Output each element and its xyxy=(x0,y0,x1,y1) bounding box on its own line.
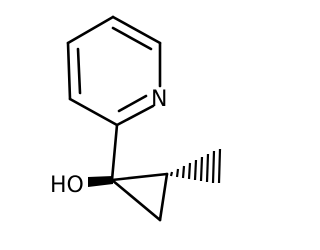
bond-carbinol-ch2 xyxy=(110,178,162,222)
hash-bond-methyl xyxy=(169,148,222,184)
bond-c5-c6 xyxy=(111,15,162,45)
bond-c3-c4 xyxy=(66,41,72,101)
cyclopropane-ring xyxy=(110,123,169,222)
bond-c4-c5 xyxy=(66,15,115,45)
bond-c2-c3 xyxy=(68,97,119,127)
double-bond-n-c2 xyxy=(117,94,148,113)
pyridine-ring xyxy=(66,15,162,127)
hydroxyl-label: HO xyxy=(50,173,84,198)
wedge-bond-oh-body xyxy=(88,176,113,187)
bond-c2-carbinol xyxy=(110,123,119,182)
structure-diagram: N HO xyxy=(50,15,222,222)
double-bond-c5-c6 xyxy=(111,26,153,51)
bond-ch2-chme xyxy=(158,172,169,222)
bond-chme-carbinol xyxy=(110,172,169,182)
bond-n-c2 xyxy=(115,104,155,127)
double-bond-c3-c4 xyxy=(76,47,82,95)
nitrogen-label: N xyxy=(151,87,167,112)
